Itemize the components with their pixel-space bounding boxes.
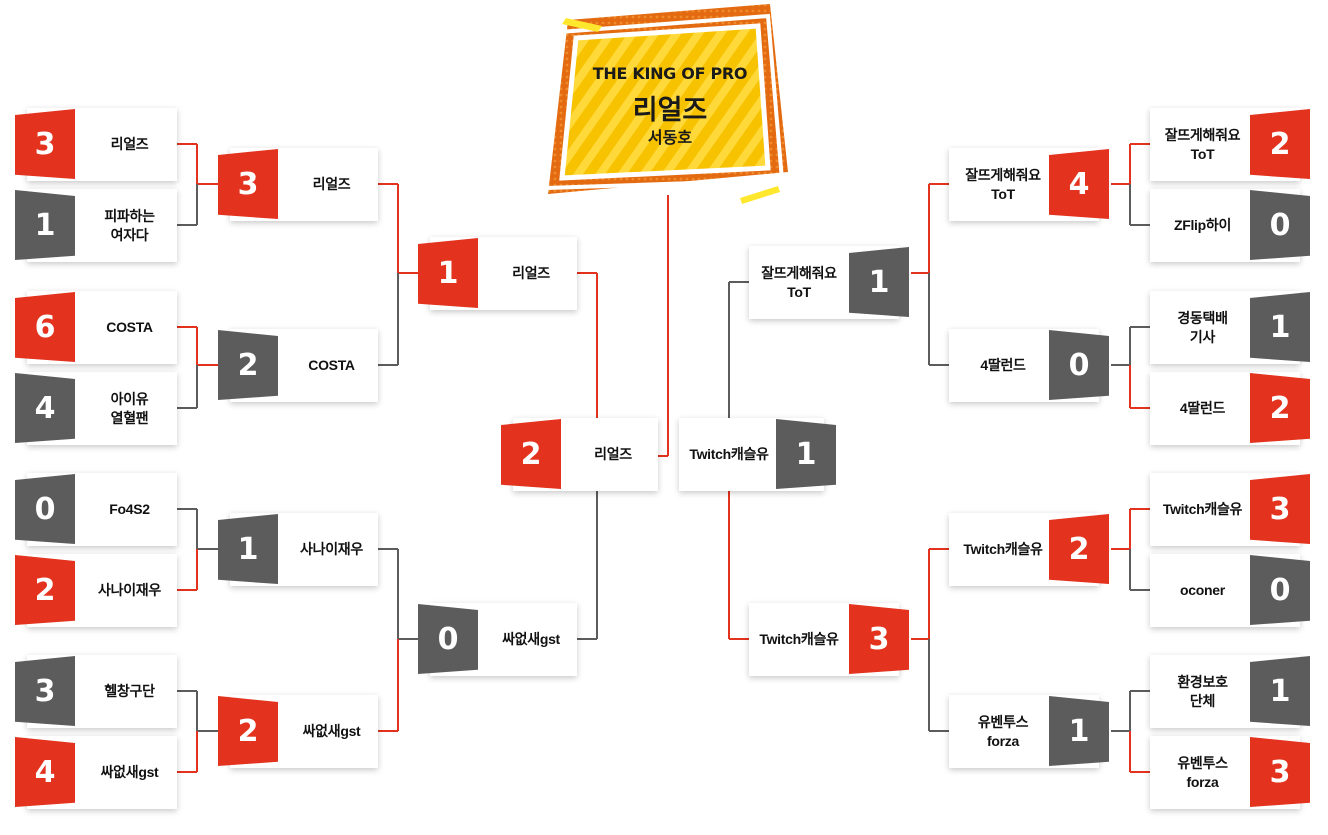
team-name: ZFlip하이 (1173, 217, 1232, 233)
score-badge: 6 (15, 292, 75, 362)
match-card: 4딸런드 2 (1150, 372, 1310, 445)
match-card: 6 COSTA (15, 291, 177, 364)
score-badge: 0 (1049, 330, 1109, 400)
score-badge: 2 (1250, 373, 1310, 443)
team-name: 사나이재우 (300, 541, 363, 557)
champion-kicker: THE KING OF PRO (592, 64, 748, 83)
score-badge: 0 (418, 604, 478, 674)
match-card: Twitch캐슬유 3 (1150, 473, 1310, 546)
score-badge: 3 (849, 604, 909, 674)
match-card: 4 아이유 열혈팬 (15, 372, 177, 445)
score-badge: 3 (15, 656, 75, 726)
team-name: Fo4S2 (109, 501, 150, 517)
team-name: 리얼즈 (512, 265, 550, 281)
team-name: 유벤투스 forza (977, 713, 1029, 749)
match-card: 잘뜨게해줘요 ToT 2 (1150, 108, 1310, 181)
team-name: 4딸런드 (1179, 400, 1226, 416)
team-name: Twitch캐슬유 (759, 631, 839, 647)
team-name: Twitch캐슬유 (689, 446, 769, 462)
score-badge: 0 (1250, 190, 1310, 260)
match-card: 3 리얼즈 (218, 148, 378, 221)
match-card: 2 싸없새gst (218, 695, 378, 768)
match-card: 유벤투스 forza 3 (1150, 736, 1310, 809)
score-badge: 3 (1250, 737, 1310, 807)
match-card: Twitch캐슬유 1 (679, 418, 836, 491)
match-card: 잘뜨게해줘요 ToT 4 (949, 148, 1109, 221)
team-name: 리얼즈 (312, 176, 351, 192)
score-badge: 2 (1049, 514, 1109, 584)
team-name: 잘뜨게해줘요 ToT (1164, 126, 1241, 162)
score-badge: 1 (849, 247, 909, 317)
match-card: 유벤투스 forza 1 (949, 695, 1109, 768)
match-card: 2 리얼즈 (501, 418, 658, 491)
team-name: 환경보호 단체 (1177, 673, 1228, 709)
score-badge: 2 (1250, 109, 1310, 179)
team-name: 잘뜨게해줘요 ToT (965, 166, 1041, 202)
score-badge: 3 (218, 149, 278, 219)
score-badge: 2 (218, 696, 278, 766)
score-badge: 1 (776, 419, 836, 489)
match-card: 잘뜨게해줘요 ToT 1 (749, 246, 909, 319)
match-card: 0 Fo4S2 (15, 473, 177, 546)
score-badge: 2 (501, 419, 561, 489)
score-badge: 0 (1250, 555, 1310, 625)
match-card: oconer 0 (1150, 554, 1310, 627)
match-card: 0 싸없새gst (418, 603, 577, 676)
score-badge: 1 (1250, 292, 1310, 362)
team-name: 리얼즈 (110, 136, 149, 152)
score-badge: 3 (15, 109, 75, 179)
team-name: 싸없새gst (100, 764, 159, 780)
team-name: COSTA (308, 357, 355, 373)
team-name: 리얼즈 (594, 446, 632, 462)
team-name: oconer (1180, 582, 1225, 598)
match-card: 1 사나이재우 (218, 513, 378, 586)
match-card: 환경보호 단체 1 (1150, 655, 1310, 728)
match-card: Twitch캐슬유 3 (749, 603, 909, 676)
champion-banner-art (543, 4, 788, 204)
match-card: 2 사나이재우 (15, 554, 177, 627)
champion-player: 서동호 (647, 130, 693, 147)
match-card: ZFlip하이 0 (1150, 189, 1310, 262)
match-card: 4 싸없새gst (15, 736, 177, 809)
score-badge: 4 (1049, 149, 1109, 219)
team-name: 4딸런드 (980, 357, 1026, 373)
score-badge: 2 (218, 330, 278, 400)
match-card: 4딸런드 0 (949, 329, 1109, 402)
team-name: 사나이재우 (98, 582, 161, 598)
team-name: Twitch캐슬유 (963, 541, 1043, 557)
score-badge: 1 (15, 190, 75, 260)
score-badge: 1 (1250, 656, 1310, 726)
score-badge: 0 (15, 474, 75, 544)
team-name: 싸없새gst (502, 631, 560, 647)
team-name: 아이유 열혈팬 (110, 390, 149, 426)
team-name: 헬창구단 (104, 683, 155, 699)
champion-banner: THE KING OF PRO 리얼즈 서동호 (540, 2, 790, 207)
team-name: COSTA (106, 319, 153, 335)
score-badge: 1 (1049, 696, 1109, 766)
score-badge: 4 (15, 373, 75, 443)
team-name: Twitch캐슬유 (1162, 501, 1243, 517)
match-card: 1 피파하는 여자다 (15, 189, 177, 262)
match-card: 1 리얼즈 (418, 237, 577, 310)
match-card: Twitch캐슬유 2 (949, 513, 1109, 586)
match-card: 2 COSTA (218, 329, 378, 402)
team-name: 피파하는 여자다 (104, 207, 155, 243)
team-name: 경동택배 기사 (1177, 309, 1228, 345)
score-badge: 1 (418, 238, 478, 308)
match-card: 3 리얼즈 (15, 108, 177, 181)
team-name: 싸없새gst (302, 723, 361, 739)
team-name: 유벤투스 forza (1177, 754, 1228, 790)
score-badge: 1 (218, 514, 278, 584)
match-card: 3 헬창구단 (15, 655, 177, 728)
team-name: 잘뜨게해줘요 ToT (761, 264, 837, 300)
score-badge: 4 (15, 737, 75, 807)
match-card: 경동택배 기사 1 (1150, 291, 1310, 364)
champion-team: 리얼즈 (632, 95, 708, 125)
score-badge: 3 (1250, 474, 1310, 544)
score-badge: 2 (15, 555, 75, 625)
